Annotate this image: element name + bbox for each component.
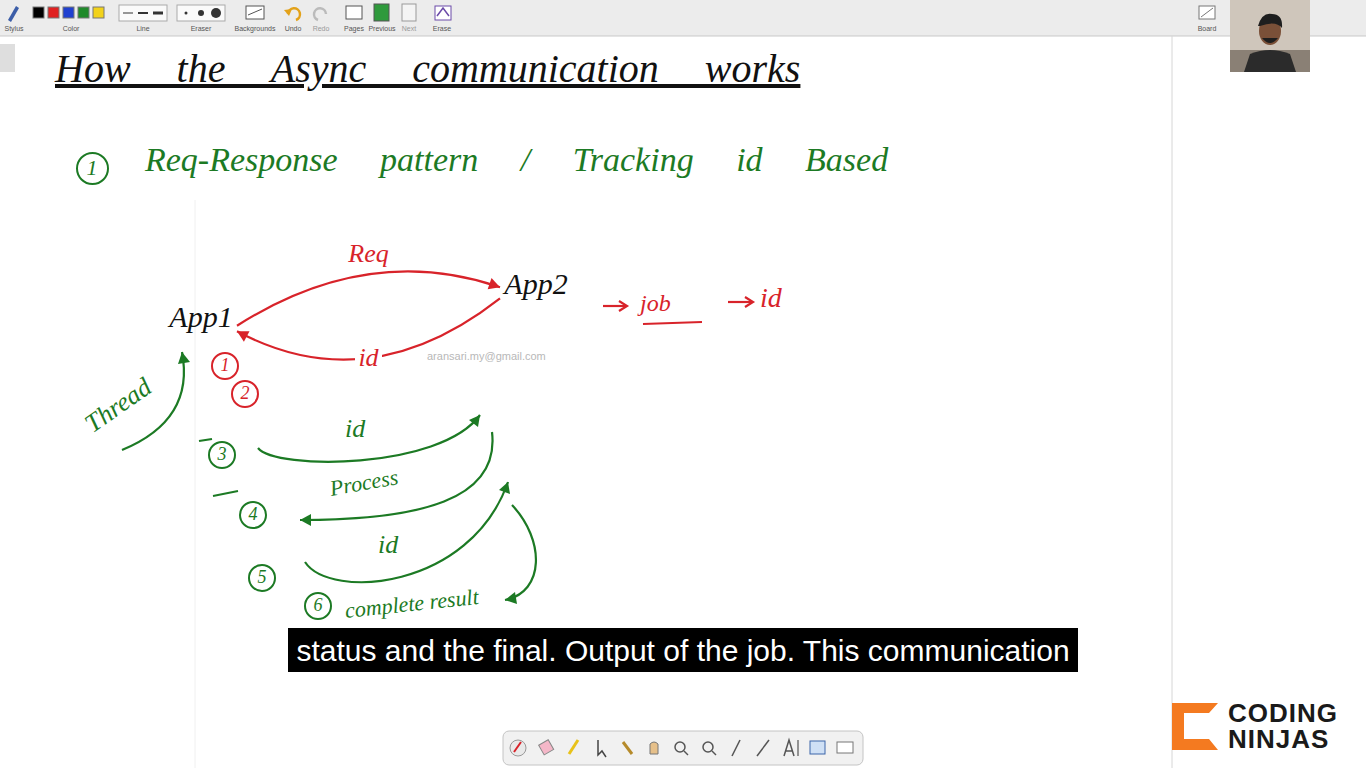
node-text: 2	[241, 384, 250, 404]
node-text: 3	[218, 445, 227, 465]
node-text: 1	[87, 156, 98, 180]
node-text: 4	[249, 505, 258, 525]
toolbar-label: Pages	[344, 25, 364, 33]
polling-arrows	[122, 352, 536, 600]
watermark: aransari.my@gmail.com	[425, 350, 548, 363]
thread-label: Thread	[79, 372, 157, 439]
app-node: App2	[500, 265, 572, 302]
toolbar-border	[0, 36, 1366, 37]
board-edge	[1172, 36, 1173, 768]
toolbar-label: Eraser	[191, 25, 212, 33]
toolbar-label: Board	[1198, 25, 1217, 33]
step-number: 5	[248, 564, 276, 592]
node-text: 5	[258, 568, 267, 588]
arrowhead	[488, 278, 500, 289]
id-label: id	[345, 414, 365, 444]
side-tab	[0, 44, 15, 72]
arrowhead	[237, 331, 250, 342]
polling-arrowheads	[178, 352, 517, 604]
toolbar-icons	[8, 4, 1215, 22]
result-label: complete result	[344, 584, 480, 623]
toolbar-label: Erase	[433, 25, 451, 33]
step-number: 6	[304, 592, 332, 620]
subtitle-text: status and the final. Output of the job.…	[296, 634, 1069, 669]
toolbar-label: Redo	[313, 25, 330, 33]
bottom-toolbar	[503, 731, 863, 765]
page-title: How the Async communication works	[55, 46, 800, 92]
step-number: 4	[239, 501, 267, 529]
node-text: App2	[504, 267, 567, 300]
job-flow-arrows	[603, 297, 753, 324]
top-toolbar	[0, 0, 1366, 36]
logo-mark	[1172, 703, 1218, 750]
node-text: App1	[169, 300, 232, 333]
toolbar-label: Backgrounds	[235, 25, 276, 33]
toolbar-label: Line	[136, 25, 149, 33]
node-text: 6	[314, 596, 323, 616]
process-label: Process	[328, 464, 400, 501]
toolbar-label: Next	[402, 25, 416, 33]
step-number: 1	[211, 352, 239, 380]
id-label: id	[378, 530, 398, 560]
board-guide	[195, 200, 196, 768]
step-number: 2	[231, 380, 259, 408]
arrow-line	[237, 271, 500, 325]
toolbar-label: Previous	[368, 25, 395, 33]
edge-label: id	[355, 343, 381, 373]
toolbar-label: Undo	[285, 25, 302, 33]
step-number: 3	[208, 441, 236, 469]
toolbar-label: Color	[63, 25, 80, 33]
id-label: id	[760, 282, 782, 314]
section-heading: Req-Response pattern / Tracking id Based	[145, 140, 888, 179]
job-label: job	[640, 290, 671, 318]
webcam-view	[1230, 0, 1310, 72]
section-number: 1	[76, 152, 109, 185]
app-node: App1	[165, 298, 237, 335]
subtitle-box: status and the final. Output of the job.…	[288, 628, 1077, 672]
toolbar-label: Stylus	[4, 25, 23, 33]
node-text: 1	[221, 356, 230, 376]
message-arrow	[237, 271, 500, 325]
logo-text: NINJAS	[1228, 725, 1329, 755]
edge-label: Req	[348, 239, 388, 269]
